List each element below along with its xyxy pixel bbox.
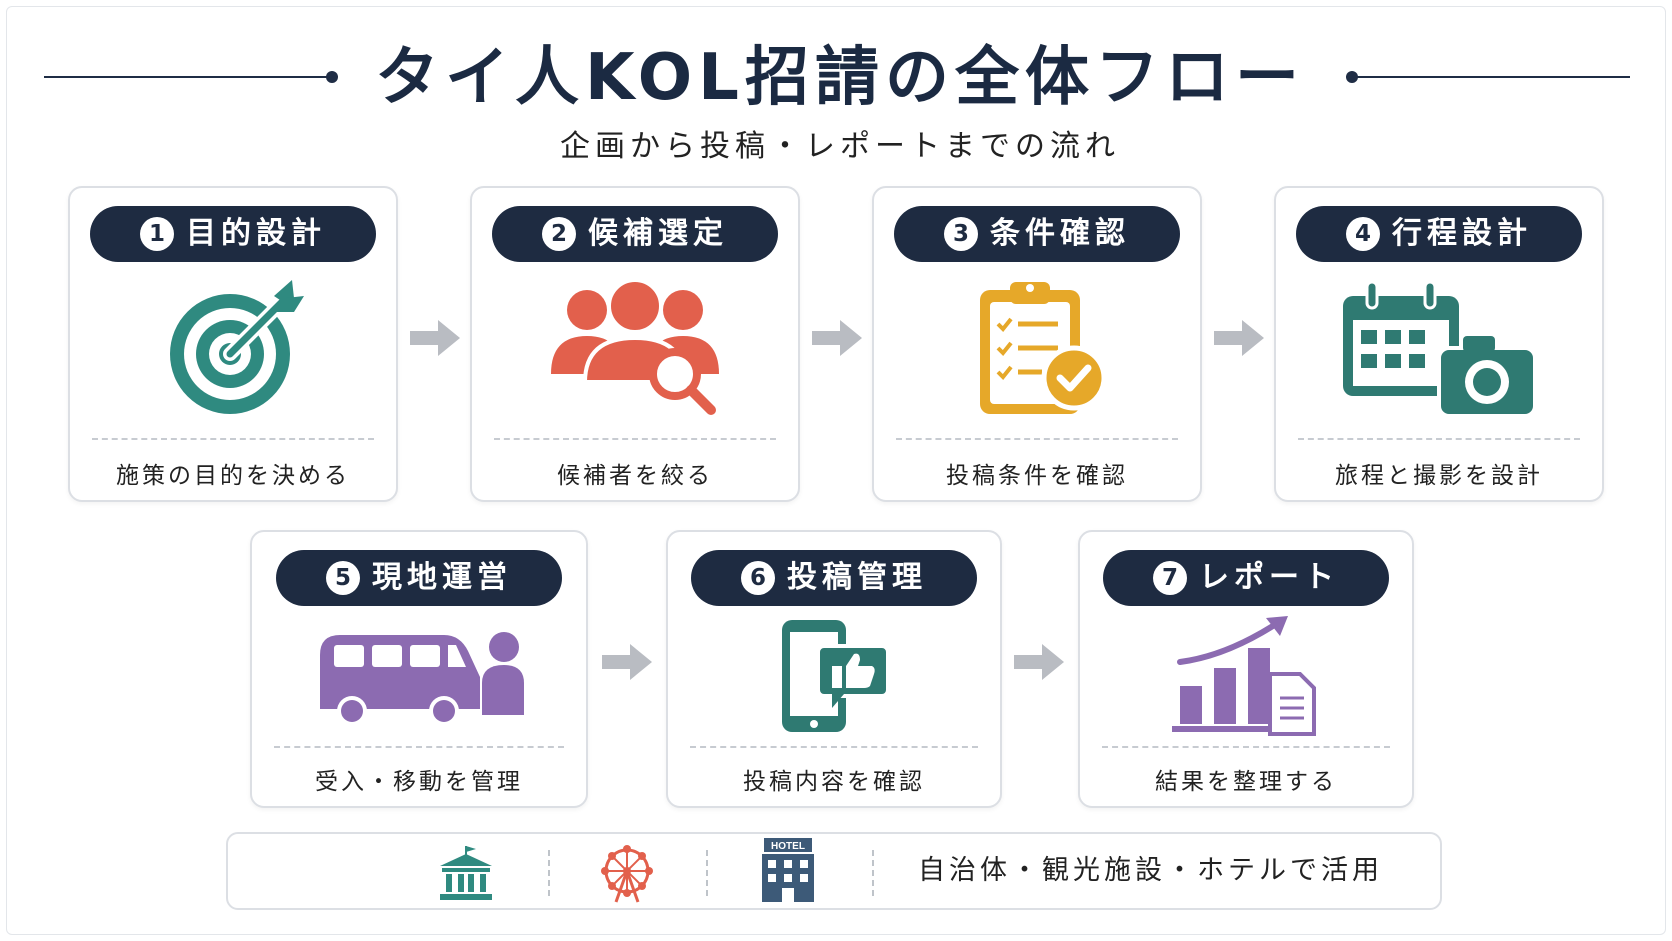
page-subtitle: 企画から投稿・レポートまでの流れ <box>560 129 1120 164</box>
step-number-1: 1 <box>140 217 174 251</box>
usage-separator <box>548 850 550 896</box>
card-divider <box>690 746 978 748</box>
step-description-2: 候補者を絞る <box>557 463 713 489</box>
step-label-6: 投稿管理 <box>787 560 927 595</box>
step-number-6: 6 <box>741 561 775 595</box>
step-label-7: レポート <box>1199 560 1339 595</box>
usage-bar: HOTEL 自治体・観光施設・ホテルで活用 <box>226 832 1442 910</box>
step-pill-1: 1 目的設計 <box>90 206 376 262</box>
step-number-5: 5 <box>326 561 360 595</box>
card-divider <box>896 438 1178 440</box>
growth-chart-report-icon <box>1172 616 1316 736</box>
step-card-3: 3 条件確認 投稿条件を確認 <box>872 186 1202 502</box>
step-card-6: 6 投稿管理 投稿内容を確認 <box>666 530 1002 808</box>
usage-separator <box>706 850 708 896</box>
step-label-1: 目的設計 <box>186 216 326 251</box>
hotel-sign: HOTEL <box>771 841 805 852</box>
step-card-4: 4 行程設計 旅程と撮影を設計 <box>1274 186 1604 502</box>
step-number-3: 3 <box>944 217 978 251</box>
flow-arrow-5 <box>1014 644 1064 680</box>
city-hall-icon <box>440 846 492 900</box>
step-number-2: 2 <box>542 217 576 251</box>
step-label-3: 条件確認 <box>990 216 1130 251</box>
step-description-1: 施策の目的を決める <box>116 463 350 489</box>
step-card-2: 2 候補選定 候補者を絞る <box>470 186 800 502</box>
step-label-4: 行程設計 <box>1392 216 1532 251</box>
step-number-7: 7 <box>1153 561 1187 595</box>
step-label-5: 現地運営 <box>372 560 512 595</box>
step-card-5: 5 現地運営 受入・移動を管理 <box>250 530 588 808</box>
hotel-icon: HOTEL <box>762 838 814 902</box>
step-description-5: 受入・移動を管理 <box>315 769 523 795</box>
flow-arrow-1 <box>410 320 460 356</box>
title-rule-right <box>1352 76 1630 78</box>
step-pill-5: 5 現地運営 <box>276 550 562 606</box>
flow-arrow-2 <box>812 320 862 356</box>
calendar-camera-icon <box>1343 280 1537 418</box>
target-icon <box>170 280 304 414</box>
title-rule-dot-right <box>1346 71 1358 83</box>
flow-arrow-3 <box>1214 320 1264 356</box>
van-person-icon <box>320 632 524 726</box>
card-divider <box>274 746 564 748</box>
step-description-3: 投稿条件を確認 <box>946 463 1128 489</box>
usage-text: 自治体・観光施設・ホテルで活用 <box>918 855 1383 886</box>
card-divider <box>1298 438 1580 440</box>
step-pill-2: 2 候補選定 <box>492 206 778 262</box>
clipboard-check-icon <box>980 282 1107 414</box>
title-rule-dot-left <box>326 71 338 83</box>
step-card-7: 7 レポート 結果を整理する <box>1078 530 1414 808</box>
people-search-icon <box>551 278 719 415</box>
card-divider <box>1102 746 1390 748</box>
step-description-6: 投稿内容を確認 <box>743 769 925 795</box>
usage-separator <box>872 850 874 896</box>
card-divider <box>494 438 776 440</box>
step-pill-4: 4 行程設計 <box>1296 206 1582 262</box>
step-card-1: 1 目的設計 施策の目的を決める <box>68 186 398 502</box>
step-label-2: 候補選定 <box>588 216 728 251</box>
step-description-4: 旅程と撮影を設計 <box>1335 463 1543 489</box>
phone-like-icon <box>782 620 890 732</box>
title-rule-left <box>44 76 328 78</box>
step-pill-3: 3 条件確認 <box>894 206 1180 262</box>
step-pill-6: 6 投稿管理 <box>691 550 977 606</box>
step-description-7: 結果を整理する <box>1155 769 1337 795</box>
flow-arrow-4 <box>602 644 652 680</box>
step-number-4: 4 <box>1346 217 1380 251</box>
ferris-wheel-icon <box>601 845 653 903</box>
card-divider <box>92 438 374 440</box>
page-title: タイ人KOL招請の全体フロー <box>375 41 1305 115</box>
step-pill-7: 7 レポート <box>1103 550 1389 606</box>
